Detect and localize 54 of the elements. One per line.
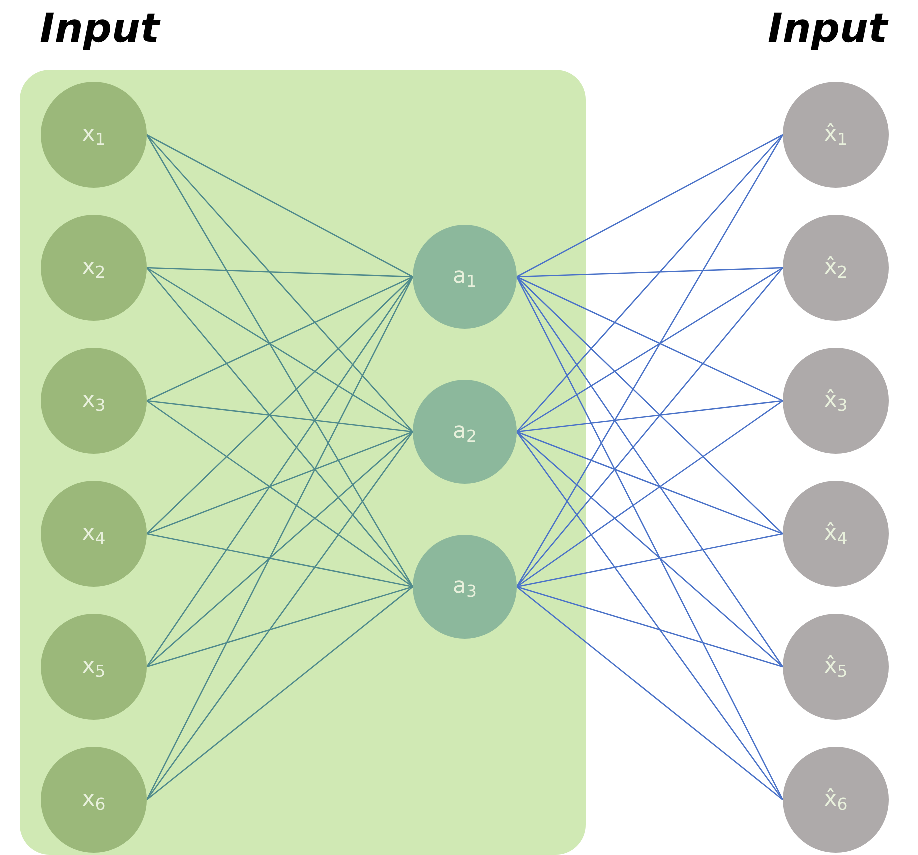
connection-line [516, 586, 784, 800]
connection-line [146, 276, 414, 668]
connection-line [146, 276, 414, 402]
connection-line [516, 400, 784, 588]
connection-line [516, 276, 784, 800]
connection-line [516, 268, 784, 588]
neuron-label: x$_{5}$ [82, 656, 106, 678]
neuron-label: x̂$_{5}$ [824, 656, 848, 678]
neuron-label: x̂$_{3}$ [824, 390, 848, 412]
connection-line [146, 586, 414, 668]
neuron-label: x$_{4}$ [82, 523, 106, 545]
connection-line [146, 400, 414, 588]
connection-line [516, 533, 784, 588]
connection-line [146, 134, 414, 278]
panel-background [20, 70, 586, 855]
neuron-label: a$_{1}$ [453, 266, 477, 288]
neuron-label: x̂$_{1}$ [824, 124, 848, 146]
connection-line [516, 267, 784, 278]
neuron-label: x̂$_{4}$ [824, 523, 848, 545]
heading-label: Input [40, 5, 160, 54]
connection-line [146, 400, 414, 433]
connection-line [146, 267, 414, 278]
connection-line [146, 431, 414, 535]
connection-line [516, 432, 784, 668]
neuron-label: x̂$_{2}$ [824, 257, 848, 279]
connection-line [516, 276, 784, 402]
connection-line [146, 268, 414, 588]
connection-line [146, 134, 414, 432]
neuron-label: a$_{3}$ [453, 576, 477, 598]
neuron-label: x$_{1}$ [82, 124, 106, 146]
connection-line [146, 432, 414, 668]
connection-line [146, 533, 414, 588]
connection-line [146, 432, 414, 800]
neuron-label: x$_{6}$ [82, 789, 106, 811]
connection-line [516, 276, 784, 668]
connection-line [516, 134, 784, 588]
connection-line [516, 432, 784, 800]
connection-line [516, 400, 784, 433]
connection-line [146, 276, 414, 800]
connection-line [146, 267, 414, 433]
connection-line [516, 431, 784, 535]
neuron-label: x̂$_{6}$ [824, 789, 848, 811]
connection-line [516, 134, 784, 432]
neuron-label: x$_{3}$ [82, 390, 106, 412]
neuron-label: x$_{2}$ [82, 257, 106, 279]
connection-line [146, 134, 414, 588]
heading-label: Input [768, 5, 888, 54]
neuron-label: a$_{2}$ [453, 421, 477, 443]
connection-line [516, 134, 784, 278]
connection-line [146, 276, 414, 534]
connection-line [146, 586, 414, 800]
connection-line [516, 267, 784, 433]
connection-line [516, 586, 784, 668]
connection-line [516, 276, 784, 534]
